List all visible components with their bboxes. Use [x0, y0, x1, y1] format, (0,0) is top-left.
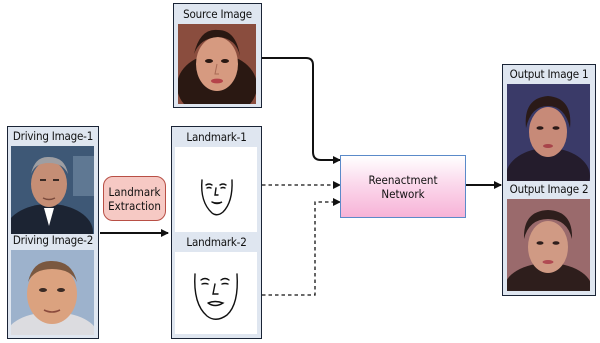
- landmarks-panel: Landmark-1 Landmark-2: [171, 126, 262, 339]
- output-images-panel: Output Image 1 Output Image 2: [502, 64, 596, 296]
- output-image-2-label: Output Image 2: [509, 182, 589, 196]
- output-face-photo-1: [507, 84, 590, 181]
- driving-image-1-label: Driving Image-1: [12, 129, 94, 143]
- landmark-extraction-box: Landmark Extraction: [103, 176, 166, 221]
- arrow-landmark2-to-network: [262, 198, 341, 296]
- landmark-extraction-line2: Extraction: [108, 198, 161, 213]
- driving-image-2-label: Driving Image-2: [12, 233, 94, 247]
- reenactment-network-line2: Network: [381, 186, 425, 201]
- driving-images-panel: Driving Image-1 Driving Image-2: [7, 126, 99, 339]
- landmark-1-sketch: [175, 147, 257, 232]
- driving-face-photo-1: [11, 146, 94, 234]
- driving-face-photo-2: [11, 250, 94, 335]
- landmark-1-label: Landmark-1: [186, 130, 247, 144]
- source-image-panel: Source Image: [173, 3, 262, 108]
- source-face-photo: [178, 24, 256, 104]
- reenactment-network-line1: Reenactment: [368, 172, 438, 187]
- landmark-extraction-line1: Landmark: [108, 184, 161, 199]
- output-face-photo-2: [507, 199, 590, 291]
- landmark-2-sketch: [175, 252, 257, 334]
- arrow-source-to-network: [262, 57, 341, 164]
- output-image-1-label: Output Image 1: [509, 67, 589, 81]
- landmark-2-label: Landmark-2: [186, 235, 247, 249]
- reenactment-network-box: Reenactment Network: [340, 155, 466, 218]
- source-image-label: Source Image: [183, 7, 252, 21]
